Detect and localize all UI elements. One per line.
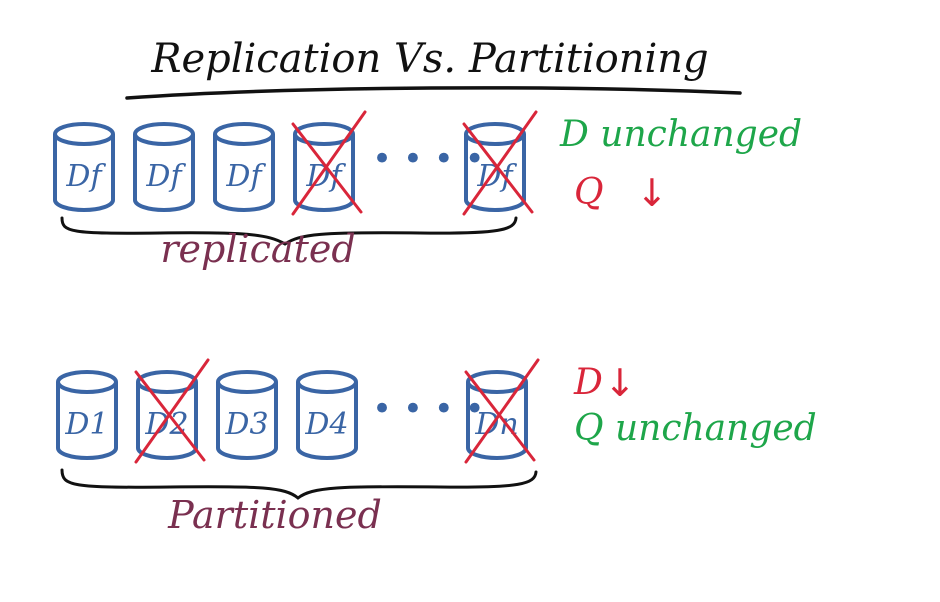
partitioned-disk-row: D1 D2 D3 D4 Dn	[56, 358, 540, 464]
partitioned-disk-3: D3	[216, 370, 278, 460]
partitioned-note-d: D	[573, 362, 603, 403]
cylinder-body	[296, 382, 358, 460]
cylinder-body	[56, 382, 118, 460]
cylinder-body	[464, 134, 526, 212]
cross-icon	[462, 110, 538, 216]
cylinder-top	[56, 370, 118, 394]
ellipsis-replicated: • • • •	[372, 139, 485, 179]
cylinder-body	[213, 134, 275, 212]
partitioned-disk-2: D2	[134, 358, 210, 464]
cylinder-body	[133, 134, 195, 212]
cylinder-top	[133, 122, 195, 146]
cylinder-top	[293, 122, 355, 146]
cylinder-top	[466, 370, 528, 394]
replicated-disk-row: Df Df Df Df Df	[53, 110, 538, 216]
disk-label: Df	[65, 159, 106, 194]
cross-icon	[134, 358, 210, 464]
cylinder-top	[216, 370, 278, 394]
cross-icon	[291, 110, 367, 216]
replicated-note-d-unchanged: D unchanged	[559, 114, 802, 155]
cylinder-body	[466, 382, 528, 460]
partitioned-disk-4: D4	[296, 370, 358, 460]
cylinder-top	[53, 122, 115, 146]
cylinder-top	[296, 370, 358, 394]
ellipsis-partitioned: • • • •	[372, 389, 485, 429]
down-arrow-icon: ↓	[636, 171, 668, 215]
replicated-label: replicated	[160, 227, 355, 271]
disk-label: Df	[225, 159, 266, 194]
partitioned-brace	[60, 468, 538, 500]
disk-label: D4	[304, 407, 348, 442]
cylinder-body	[293, 134, 355, 212]
partitioned-disk-5: Dn	[464, 358, 540, 464]
title-underline	[125, 86, 742, 100]
partitioned-note-q-unchanged: Q unchanged	[574, 408, 817, 449]
cylinder-top	[213, 122, 275, 146]
replicated-brace	[60, 216, 518, 246]
replicated-disk-4: Df	[291, 110, 367, 216]
cylinder-top	[136, 370, 198, 394]
down-arrow-icon: ↓	[604, 361, 636, 405]
replicated-disk-1: Df	[53, 122, 115, 212]
cylinder-body	[53, 134, 115, 212]
disk-label: D1	[64, 407, 108, 442]
cross-icon	[464, 358, 540, 464]
partitioned-disk-1: D1	[56, 370, 118, 460]
partitioned-label: Partitioned	[167, 493, 382, 537]
disk-label: D3	[224, 407, 268, 442]
replicated-disk-5: Df	[462, 110, 538, 216]
cylinder-body	[216, 382, 278, 460]
cylinder-body	[136, 382, 198, 460]
replicated-disk-3: Df	[213, 122, 275, 212]
cylinder-top	[464, 122, 526, 146]
diagram-title: Replication Vs. Partitioning	[150, 36, 708, 82]
replicated-disk-2: Df	[133, 122, 195, 212]
replicated-note-q: Q	[574, 172, 604, 213]
disk-label: Df	[145, 159, 186, 194]
